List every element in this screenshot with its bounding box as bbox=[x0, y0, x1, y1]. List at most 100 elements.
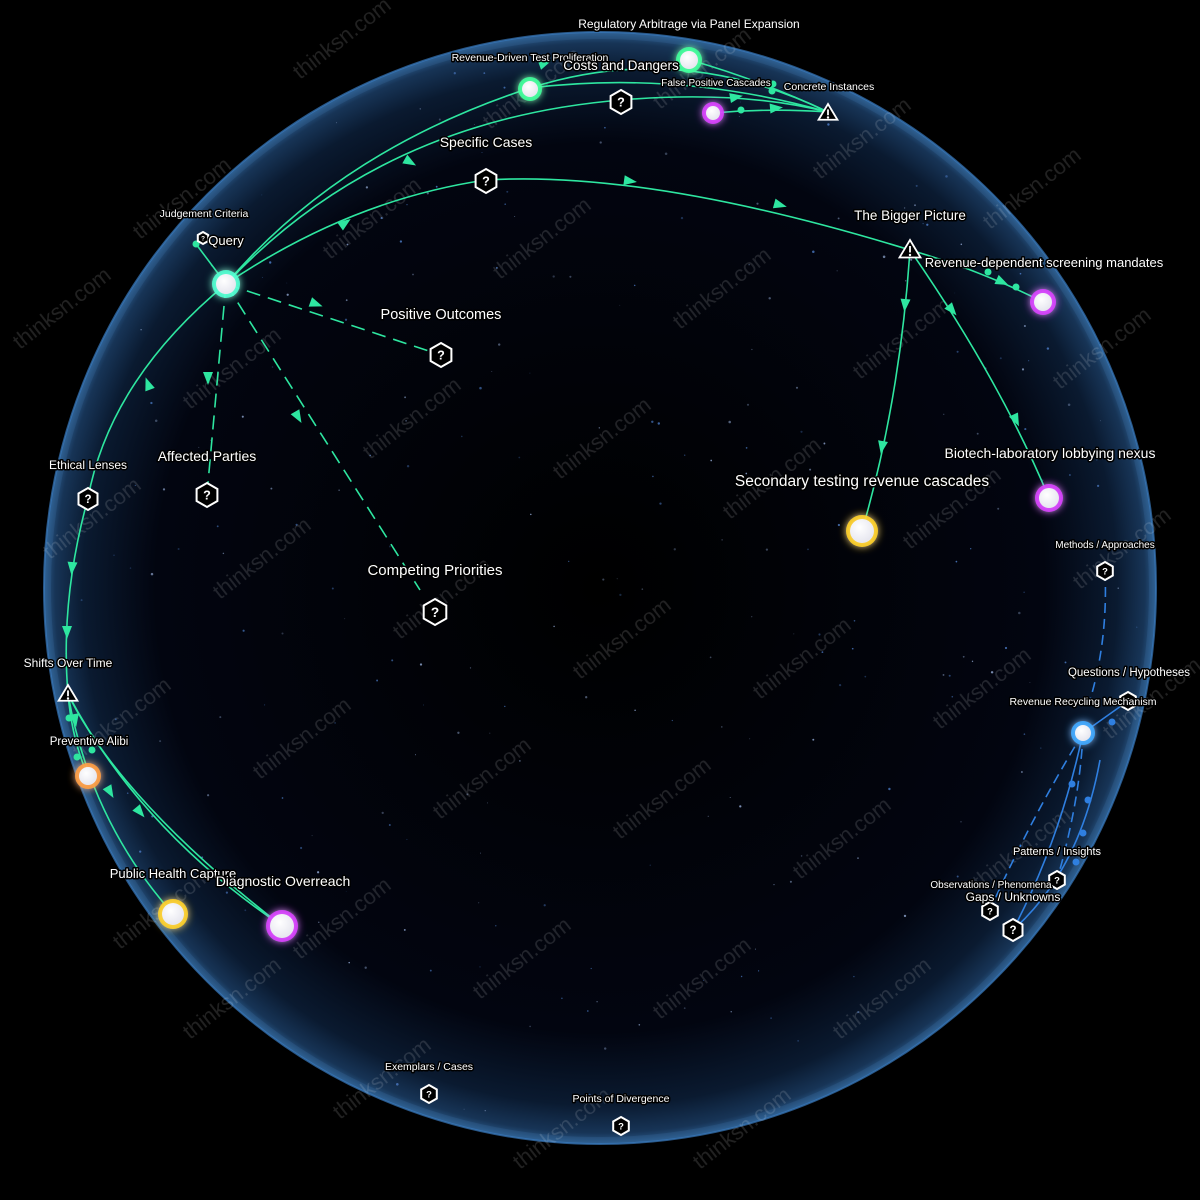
star bbox=[818, 633, 821, 636]
star bbox=[504, 705, 506, 708]
node-revenue-driven-test[interactable] bbox=[518, 77, 542, 101]
star bbox=[596, 1000, 598, 1003]
warning-triangle-icon[interactable] bbox=[56, 683, 80, 702]
edge-query-affected-parties bbox=[206, 283, 227, 495]
star bbox=[222, 552, 225, 555]
star bbox=[80, 599, 83, 602]
star bbox=[616, 578, 618, 580]
warning-triangle-icon[interactable] bbox=[897, 238, 923, 259]
star bbox=[207, 794, 210, 797]
star bbox=[751, 616, 753, 618]
edge-arrowheads bbox=[62, 60, 1116, 866]
edge-dot bbox=[73, 753, 81, 761]
star bbox=[261, 276, 263, 278]
star bbox=[838, 683, 842, 687]
star bbox=[926, 223, 929, 226]
star bbox=[590, 967, 592, 970]
star bbox=[1021, 368, 1025, 371]
star bbox=[344, 618, 346, 620]
node-biotech-lobbying[interactable] bbox=[1035, 484, 1063, 512]
question-hex-icon[interactable]: ? bbox=[1048, 869, 1066, 891]
question-hex-icon[interactable]: ? bbox=[474, 167, 498, 195]
question-hex-icon[interactable]: ? bbox=[77, 486, 99, 512]
star bbox=[216, 525, 219, 528]
star bbox=[553, 625, 555, 628]
star bbox=[748, 264, 750, 266]
star bbox=[311, 835, 313, 837]
question-hex-icon[interactable]: ? bbox=[1096, 560, 1114, 582]
star bbox=[399, 240, 403, 243]
star bbox=[419, 108, 421, 110]
node-preventive-alibi[interactable] bbox=[75, 763, 101, 789]
question-hex-icon[interactable]: ? bbox=[420, 1083, 438, 1105]
question-hex-icon[interactable]: ? bbox=[195, 481, 219, 509]
warning-triangle-icon[interactable] bbox=[816, 102, 840, 121]
node-secondary-testing[interactable] bbox=[846, 515, 878, 547]
star bbox=[316, 871, 320, 874]
edge-recycling-observations bbox=[989, 732, 1084, 911]
star bbox=[388, 545, 391, 548]
label-exemplars-cases: Exemplars / Cases bbox=[385, 1061, 473, 1073]
star bbox=[585, 696, 588, 699]
label-methods-approaches: Methods / Approaches bbox=[1055, 540, 1155, 551]
star bbox=[460, 435, 463, 438]
star bbox=[683, 1007, 686, 1010]
edge-arrowhead bbox=[623, 175, 637, 186]
star bbox=[453, 72, 456, 75]
star bbox=[664, 152, 668, 156]
star bbox=[335, 122, 338, 124]
question-hex-icon[interactable]: ? bbox=[429, 341, 453, 369]
star bbox=[789, 880, 792, 883]
node-revenue-dependent[interactable] bbox=[1030, 289, 1056, 315]
node-revenue-recycling[interactable] bbox=[1071, 721, 1095, 745]
star bbox=[910, 258, 913, 261]
svg-text:?: ? bbox=[617, 96, 625, 110]
svg-text:?: ? bbox=[431, 605, 439, 620]
star bbox=[404, 396, 407, 399]
star bbox=[1023, 324, 1026, 328]
question-hex-icon[interactable]: ? bbox=[1002, 917, 1024, 943]
label-gaps-unknowns: Gaps / Unknowns bbox=[966, 890, 1061, 904]
question-hex-icon[interactable]: ? bbox=[196, 230, 210, 246]
edge-dot bbox=[960, 259, 968, 267]
star bbox=[376, 679, 379, 682]
node-query[interactable] bbox=[212, 270, 240, 298]
question-hex-icon[interactable]: ? bbox=[1119, 690, 1137, 712]
star bbox=[857, 857, 859, 859]
node-diagnostic-overreach[interactable] bbox=[266, 910, 298, 942]
question-hex-icon[interactable]: ? bbox=[422, 597, 448, 627]
star bbox=[1136, 626, 1138, 628]
star bbox=[105, 467, 107, 469]
star bbox=[269, 261, 272, 264]
star bbox=[1117, 587, 1119, 589]
label-biotech-lobbying: Biotech-laboratory lobbying nexus bbox=[945, 445, 1156, 461]
question-hex-icon[interactable]: ? bbox=[609, 88, 633, 116]
star bbox=[281, 632, 284, 635]
star bbox=[673, 548, 676, 551]
question-hex-icon[interactable]: ? bbox=[612, 1115, 630, 1137]
node-public-health-capture[interactable] bbox=[158, 899, 188, 929]
star bbox=[721, 726, 723, 728]
star bbox=[391, 659, 394, 662]
star bbox=[281, 797, 284, 799]
edge-arrowhead bbox=[308, 297, 323, 307]
star bbox=[795, 386, 799, 389]
star bbox=[1004, 646, 1008, 650]
label-judgement-criteria: Judgement Criteria bbox=[160, 208, 249, 220]
star bbox=[857, 1011, 860, 1014]
star bbox=[1028, 360, 1030, 362]
label-concrete-instances: Concrete Instances bbox=[784, 81, 874, 93]
star bbox=[569, 275, 572, 278]
graph-nodes: ?????????????? bbox=[56, 47, 1137, 1137]
star bbox=[504, 203, 507, 205]
star bbox=[1067, 403, 1071, 407]
node-regulatory-arbitrage[interactable] bbox=[676, 47, 702, 73]
node-false-positive-cascades[interactable] bbox=[702, 102, 724, 124]
star bbox=[129, 567, 132, 569]
question-hex-icon[interactable]: ? bbox=[981, 900, 999, 922]
star bbox=[457, 731, 460, 734]
star bbox=[1023, 733, 1026, 735]
star bbox=[1019, 272, 1022, 275]
